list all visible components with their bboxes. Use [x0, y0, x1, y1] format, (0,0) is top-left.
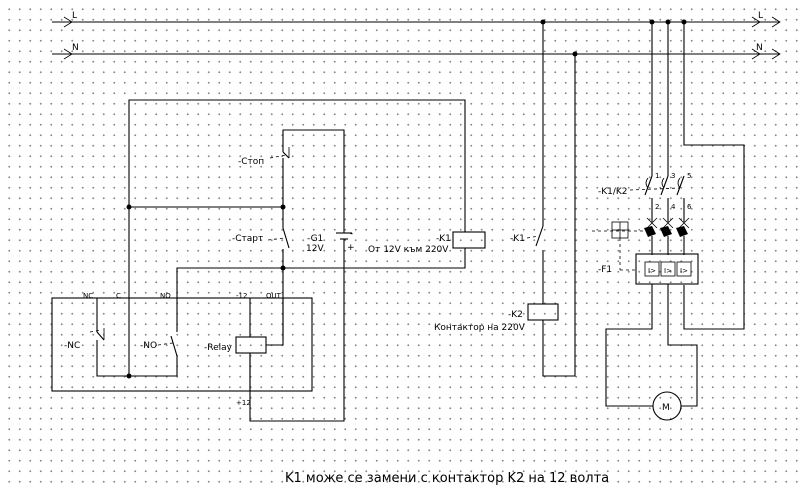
terminal-c: C: [116, 292, 121, 300]
f1-label: -F1: [598, 265, 612, 275]
pole-1: 1: [655, 172, 659, 180]
g1-label: -G1: [307, 234, 323, 244]
battery-g1: -G1 12V + -: [249, 229, 355, 422]
relay-label: -Relay: [204, 343, 233, 353]
neutral-label-right: N: [756, 43, 763, 53]
k1-contact-label: -K1: [510, 234, 525, 244]
k2-note: Контактор на 220V: [434, 323, 526, 333]
line-label-left: L: [72, 11, 77, 21]
nc-switch-label: -NC: [64, 341, 80, 351]
terminal-minus12: -12: [236, 292, 247, 300]
neutral-bus: N N: [52, 43, 781, 60]
start-label: -Старт: [232, 234, 263, 244]
line-label-right: L: [758, 11, 763, 21]
stop-label: -Стоп: [238, 157, 264, 167]
g1-voltage: 12V: [306, 244, 324, 254]
pole-6: 6: [687, 203, 692, 211]
pole-3: 3: [671, 172, 675, 180]
overload-sign-3: I>: [680, 267, 688, 275]
k1-note: От 12V към 220V: [368, 245, 449, 255]
overload-relay-f1: I> I> I> -F1: [592, 221, 699, 285]
control-circuit: -Стоп -Старт -G1 12V + - -K1 От 12V къ: [51, 99, 486, 422]
neutral-label-left: N: [72, 43, 79, 53]
power-circuit: -K1/K2 1 3 5 2 4 6 I> I>: [592, 19, 745, 421]
relay-module: NC C NO -12 OUT +12 -NC -NO -Relay: [51, 292, 313, 407]
battery-plus: +: [347, 243, 355, 253]
k1-coil-label: -K1: [436, 234, 451, 244]
no-switch-label: -NO: [140, 341, 157, 351]
terminal-out: OUT: [266, 292, 282, 300]
contactor-k1k2: -K1/K2 1 3 5 2 4 6: [598, 172, 692, 229]
terminal-no: NO: [160, 292, 171, 300]
pole-2: 2: [655, 203, 659, 211]
motor-label: M: [662, 403, 670, 413]
line-bus: L L: [52, 11, 781, 28]
motor: M: [605, 284, 698, 421]
stop-switch: -Стоп: [238, 129, 345, 233]
pole-5: 5: [687, 172, 691, 180]
terminal-plus12: +12: [236, 399, 251, 407]
k2-circuit: -K1 -K2 Контактор на 220V: [434, 19, 578, 377]
pole-4: 4: [671, 203, 676, 211]
k1k2-label: -K1/K2: [598, 187, 628, 197]
terminal-nc: NC: [83, 292, 93, 300]
start-switch: -Старт: [232, 227, 290, 340]
k1-coil: -K1 От 12V към 220V: [368, 231, 486, 255]
battery-minus: -: [350, 229, 353, 239]
overload-sign-1: I>: [648, 267, 656, 275]
k2-coil-label: -K2: [508, 310, 523, 320]
overload-sign-2: I>: [664, 267, 672, 275]
caption: K1 може се замени с контактор K2 на 12 в…: [285, 471, 609, 486]
